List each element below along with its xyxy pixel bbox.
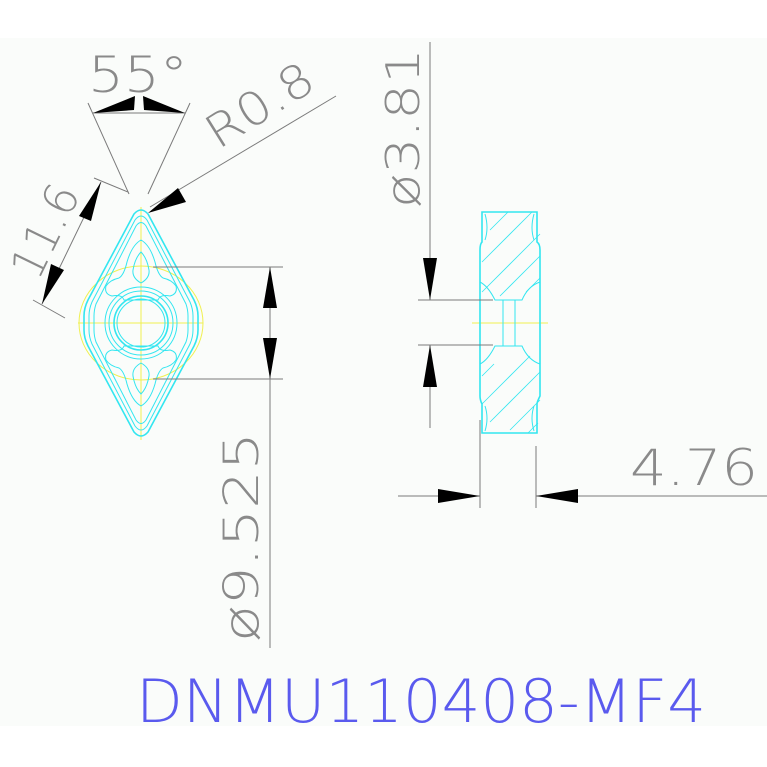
- ic-label: ø9.525: [214, 432, 270, 642]
- hatch-upper: [481, 211, 541, 297]
- edge-relief-tr: [531, 213, 535, 241]
- edge-relief-tl: [484, 213, 488, 241]
- hole-ring-3: [113, 295, 169, 351]
- edge-arrow-top: [79, 182, 101, 221]
- hole-profile-lower: [479, 345, 541, 365]
- part-number-title: DNMU110408-MF4: [136, 667, 706, 737]
- thickness-label: 4.76: [630, 439, 758, 497]
- angle-extension-right: [147, 102, 191, 195]
- hatch-lower: [481, 355, 541, 434]
- groove-lower: [132, 362, 150, 395]
- thick-arrow-left: [438, 489, 480, 503]
- radius-arrow: [148, 188, 186, 213]
- hole-profile-upper: [479, 281, 541, 301]
- drawing-sheet: [0, 38, 767, 726]
- angle-label: 55°: [88, 46, 188, 104]
- inscribed-circle-trace: [78, 265, 204, 381]
- edge-extension-bottom: [32, 299, 66, 319]
- radius-leader: [149, 95, 337, 208]
- insert-outline: [83, 209, 199, 437]
- insert-outline-inner-2: [93, 222, 189, 424]
- hole-arrow-top: [423, 258, 437, 300]
- chipbreaker-lower: [105, 345, 177, 407]
- edge-relief-bl: [484, 405, 488, 432]
- hole-label: ø3.81: [376, 48, 430, 208]
- hole-ring-inner: [116, 298, 166, 348]
- angle-arrow-left: [93, 96, 135, 113]
- hole-ring-2: [108, 290, 174, 356]
- ic-arrow-bottom: [263, 338, 277, 379]
- groove-upper: [132, 251, 150, 284]
- edge-arrow-bottom: [42, 264, 64, 304]
- angle-arrow-right: [143, 96, 185, 113]
- angle-extension-left: [87, 102, 130, 195]
- section-outline: [479, 211, 541, 434]
- ic-arrow-top: [263, 267, 277, 308]
- side-view: ø3.81 4.76: [376, 42, 767, 508]
- hole-ring-outer: [104, 286, 178, 360]
- edge-extension-top: [93, 177, 129, 193]
- hole-arrow-bottom: [423, 345, 437, 387]
- edge-relief-br: [531, 405, 535, 432]
- chipbreaker-upper: [105, 239, 177, 301]
- insert-outline-inner-1: [88, 215, 194, 431]
- thick-arrow-right: [536, 489, 578, 503]
